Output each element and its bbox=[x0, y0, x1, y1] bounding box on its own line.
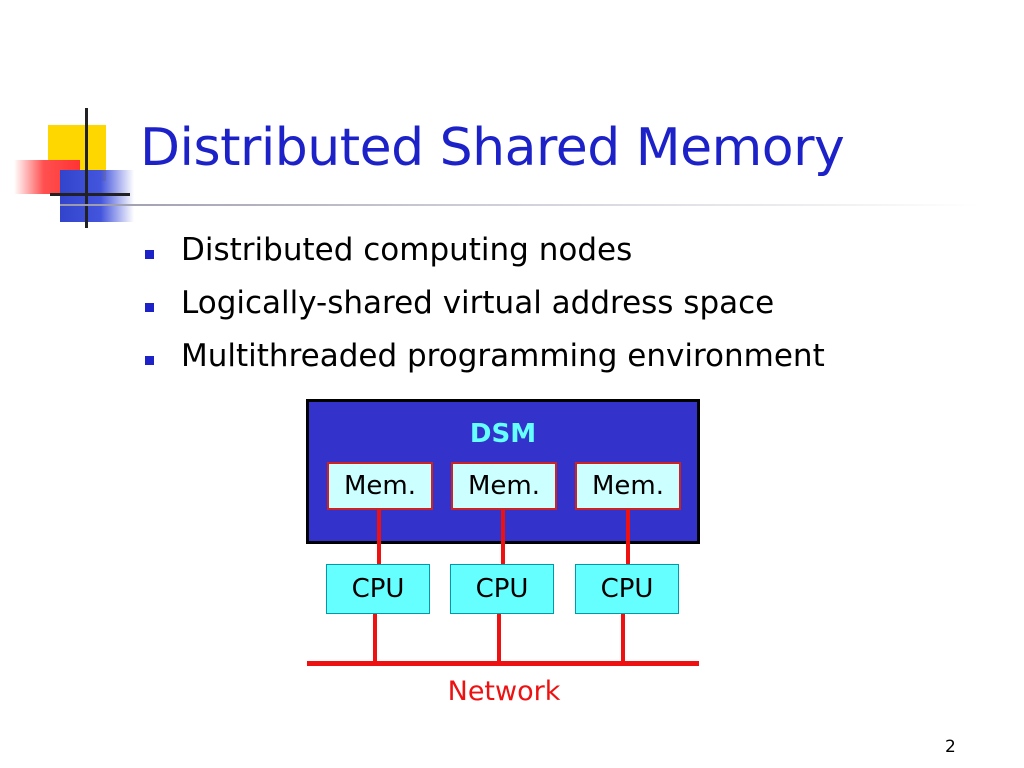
logo-vertical-line bbox=[85, 108, 88, 228]
bullet-text: Multithreaded programming environment bbox=[181, 338, 825, 374]
network-label: Network bbox=[447, 676, 561, 707]
bullet-square-icon bbox=[145, 303, 154, 312]
network-line bbox=[307, 661, 699, 666]
memory-box: Mem. bbox=[327, 462, 433, 510]
logo-blue-square bbox=[60, 170, 134, 222]
cpu-box: CPU bbox=[450, 564, 554, 614]
page-number: 2 bbox=[945, 737, 956, 757]
title-underline bbox=[60, 204, 980, 206]
bullet-text: Distributed computing nodes bbox=[181, 232, 633, 268]
mem-cpu-connector bbox=[626, 510, 630, 564]
bullet-text: Logically-shared virtual address space bbox=[181, 285, 775, 321]
memory-box: Mem. bbox=[451, 462, 557, 510]
dsm-label: DSM bbox=[469, 419, 537, 449]
slide-title: Distributed Shared Memory bbox=[140, 118, 845, 178]
memory-box: Mem. bbox=[575, 462, 681, 510]
cpu-network-connector bbox=[497, 614, 501, 664]
cpu-network-connector bbox=[621, 614, 625, 664]
logo-horizontal-line bbox=[50, 193, 130, 196]
bullet-square-icon bbox=[145, 250, 154, 259]
cpu-network-connector bbox=[373, 614, 377, 664]
mem-cpu-connector bbox=[501, 510, 505, 564]
cpu-box: CPU bbox=[575, 564, 679, 614]
bullet-square-icon bbox=[145, 356, 154, 365]
cpu-box: CPU bbox=[326, 564, 430, 614]
mem-cpu-connector bbox=[377, 510, 381, 564]
